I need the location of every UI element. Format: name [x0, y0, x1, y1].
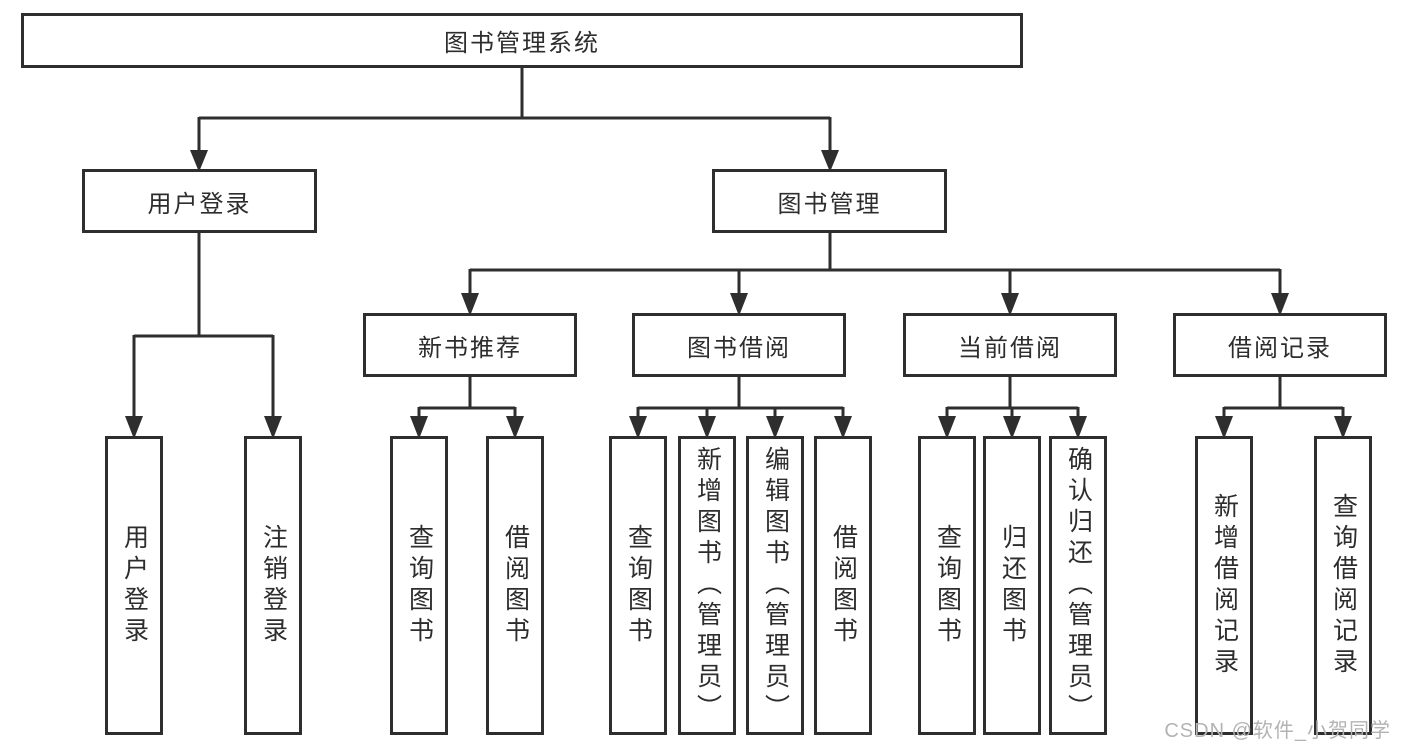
- node-book-borrow: 图书借阅: [632, 313, 846, 377]
- arrowhead: [1003, 416, 1021, 439]
- leaf-cb-query-book-label: 查询图书: [933, 523, 962, 648]
- arrowhead: [1215, 416, 1233, 439]
- leaf-bb-query-book: 查询图书: [609, 436, 667, 735]
- connector-root-to-level1: [190, 68, 839, 172]
- leaf-logout-label: 注销登录: [259, 523, 288, 648]
- leaf-bb-borrow-book: 借阅图书: [814, 436, 872, 735]
- arrowhead: [1334, 416, 1352, 439]
- arrowhead: [1271, 293, 1289, 316]
- leaf-br-add-record: 新增借阅记录: [1195, 436, 1253, 735]
- leaf-user-login-label: 用户登录: [120, 523, 149, 648]
- node-borrow-record: 借阅记录: [1173, 313, 1387, 377]
- arrowhead: [938, 416, 956, 439]
- leaf-nb-query-book-label: 查询图书: [405, 523, 434, 648]
- arrowhead: [461, 293, 479, 316]
- arrowhead: [1001, 293, 1019, 316]
- leaf-cb-confirm-return-admin-label: 确认归还（管理员）: [1064, 446, 1093, 725]
- leaf-user-login: 用户登录: [105, 436, 163, 735]
- node-borrow-record-label: 借阅记录: [1228, 334, 1332, 362]
- arrowhead: [698, 416, 716, 439]
- node-book-borrow-label: 图书借阅: [687, 334, 791, 362]
- node-current-borrow: 当前借阅: [903, 313, 1117, 377]
- leaf-bb-edit-book-admin-label: 编辑图书（管理员）: [761, 446, 790, 725]
- leaf-nb-query-book: 查询图书: [390, 436, 448, 735]
- node-current-borrow-label: 当前借阅: [958, 334, 1062, 362]
- arrowhead: [730, 293, 748, 316]
- leaf-bb-add-book-admin: 新增图书（管理员）: [678, 436, 736, 735]
- connector-borrow-record-to-leaves: [1215, 377, 1352, 439]
- arrowhead: [1069, 416, 1087, 439]
- arrowhead: [410, 416, 428, 439]
- leaf-cb-return-book: 归还图书: [983, 436, 1041, 735]
- connector-book-borrow-to-leaves: [629, 377, 852, 439]
- connector-book-management-to-level2: [461, 233, 1289, 316]
- leaf-bb-edit-book-admin: 编辑图书（管理员）: [746, 436, 804, 735]
- arrowhead: [629, 416, 647, 439]
- leaf-bb-borrow-book-label: 借阅图书: [829, 523, 858, 648]
- node-book-management-label: 图书管理: [777, 190, 882, 218]
- node-book-management: 图书管理: [712, 169, 947, 233]
- leaf-br-query-record: 查询借阅记录: [1314, 436, 1372, 735]
- leaf-br-add-record-label: 新增借阅记录: [1210, 492, 1239, 679]
- leaf-br-query-record-label: 查询借阅记录: [1329, 492, 1358, 679]
- leaf-cb-query-book: 查询图书: [918, 436, 976, 735]
- arrowhead: [766, 416, 784, 439]
- leaf-cb-return-book-label: 归还图书: [998, 523, 1027, 648]
- arrowhead: [821, 150, 839, 172]
- connector-current-borrow-to-leaves: [938, 377, 1087, 439]
- node-root: 图书管理系统: [21, 13, 1023, 68]
- leaf-bb-add-book-admin-label: 新增图书（管理员）: [693, 446, 722, 725]
- arrowhead: [190, 150, 208, 172]
- leaf-cb-confirm-return-admin: 确认归还（管理员）: [1049, 436, 1107, 735]
- arrowhead: [125, 416, 143, 439]
- node-new-book-recommend: 新书推荐: [363, 313, 577, 377]
- arrowhead: [506, 416, 524, 439]
- csdn-watermark: CSDN @软件_小贺同学: [1164, 720, 1391, 742]
- node-new-book-recommend-label: 新书推荐: [418, 334, 522, 362]
- node-user-login-label: 用户登录: [147, 190, 252, 218]
- leaf-logout: 注销登录: [244, 436, 302, 735]
- node-root-label: 图书管理系统: [444, 30, 600, 57]
- arrowhead: [264, 416, 282, 439]
- leaf-bb-query-book-label: 查询图书: [624, 523, 653, 648]
- connector-user-login-to-leaves: [125, 233, 282, 439]
- node-user-login: 用户登录: [82, 169, 317, 233]
- leaf-nb-borrow-book-label: 借阅图书: [501, 523, 530, 648]
- connector-new-book-to-leaves: [410, 377, 524, 439]
- arrowhead: [834, 416, 852, 439]
- leaf-nb-borrow-book: 借阅图书: [486, 436, 544, 735]
